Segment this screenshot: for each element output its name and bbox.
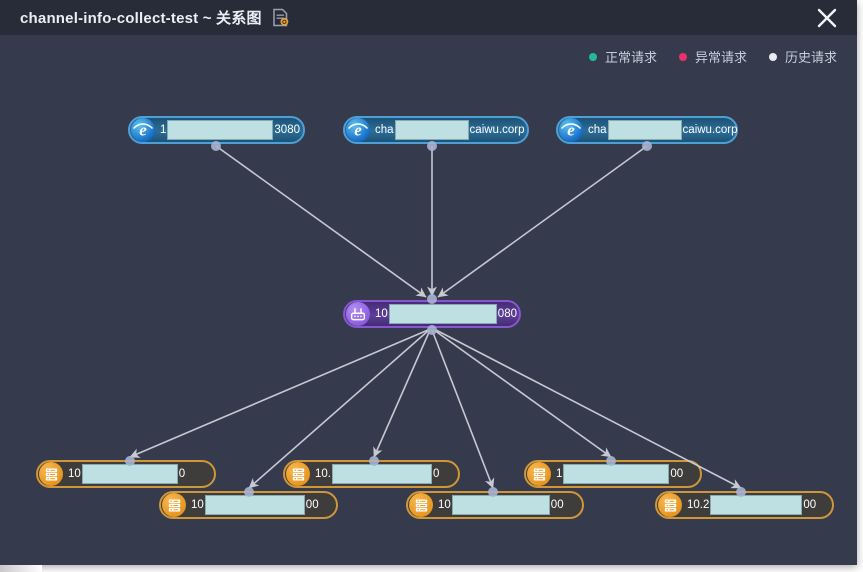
graph-node-browser-3[interactable]: e cha caiwu.corp [556,116,738,144]
legend-item-abnormal[interactable]: 异常请求 [678,47,747,66]
node-label-suffix: 00 [550,499,564,511]
redaction-box [451,495,550,515]
node-label-suffix: caiwu.corp [469,124,525,136]
legend: 正常请求 异常请求 历史请求 [588,47,837,66]
ie-browser-icon: e [346,118,370,142]
ie-browser-icon: e [559,118,583,142]
close-icon[interactable] [813,4,841,32]
node-label-prefix: 1 [160,124,167,136]
node-label-suffix: 080 [497,308,517,320]
svg-text:e: e [354,121,362,140]
graph-node-db-5[interactable]: 10 00 [406,491,584,519]
graph-node-db-6[interactable]: 10.2 00 [655,491,834,519]
node-label-suffix: 00 [670,468,684,480]
redaction-box [388,304,497,324]
ie-browser-icon: e [131,118,155,142]
node-label-suffix: 00 [803,499,817,511]
node-label-prefix: 10.2 [687,499,710,511]
node-label-suffix: 00 [305,499,319,511]
redaction-box [710,495,803,515]
router-icon [346,302,370,326]
redaction-box [81,464,178,484]
graph-node-db-1[interactable]: 10 0 [36,460,216,488]
legend-label: 正常请求 [604,50,657,65]
graph-node-browser-1[interactable]: e 1 3080 [128,116,305,144]
document-report-icon[interactable] [272,8,289,27]
database-icon [286,462,310,486]
node-label-prefix: 10. [315,468,331,480]
node-label-suffix: caiwu.corp [682,124,738,136]
redaction-box [204,495,305,515]
node-label-prefix: cha [588,124,607,136]
node-label-suffix: 3080 [274,124,300,136]
svg-text:e: e [567,121,575,140]
node-label-prefix: 1 [556,468,563,480]
legend-label: 异常请求 [694,50,747,65]
node-label-suffix: 0 [433,468,440,480]
database-icon [527,462,551,486]
abnormal-request-dot-icon [678,52,687,61]
redaction-box [607,120,682,140]
history-request-dot-icon [768,52,777,61]
node-label-suffix: 0 [178,468,186,480]
database-icon [409,493,433,517]
graph-node-db-4[interactable]: 10 00 [159,491,338,519]
database-icon [39,462,63,486]
graph-node-db-3[interactable]: 1 00 [524,460,702,488]
node-label-prefix: 10 [375,308,388,320]
redaction-box [563,464,670,484]
redaction-box [332,464,432,484]
svg-text:e: e [139,121,147,140]
node-label-prefix: 10 [438,499,451,511]
graph-node-db-2[interactable]: 10.0 [283,460,460,488]
database-icon [658,493,682,517]
node-label-prefix: 10 [191,499,204,511]
modal-title: channel-info-collect-test ~ 关系图 [20,10,262,27]
node-label-prefix: 10 [68,468,81,480]
redaction-box [394,120,469,140]
legend-item-history[interactable]: 历史请求 [768,47,837,66]
page-edge-shade [0,565,42,572]
node-label-prefix: cha [375,124,394,136]
graph-node-gateway-1[interactable]: 10 080 [343,300,521,328]
legend-label: 历史请求 [784,50,837,65]
graph-node-browser-2[interactable]: e cha caiwu.corp [343,116,529,144]
legend-item-normal[interactable]: 正常请求 [588,47,657,66]
modal-header: channel-info-collect-test ~ 关系图 [0,0,857,35]
database-icon [162,493,186,517]
normal-request-dot-icon [588,52,597,61]
redaction-box [167,120,274,140]
